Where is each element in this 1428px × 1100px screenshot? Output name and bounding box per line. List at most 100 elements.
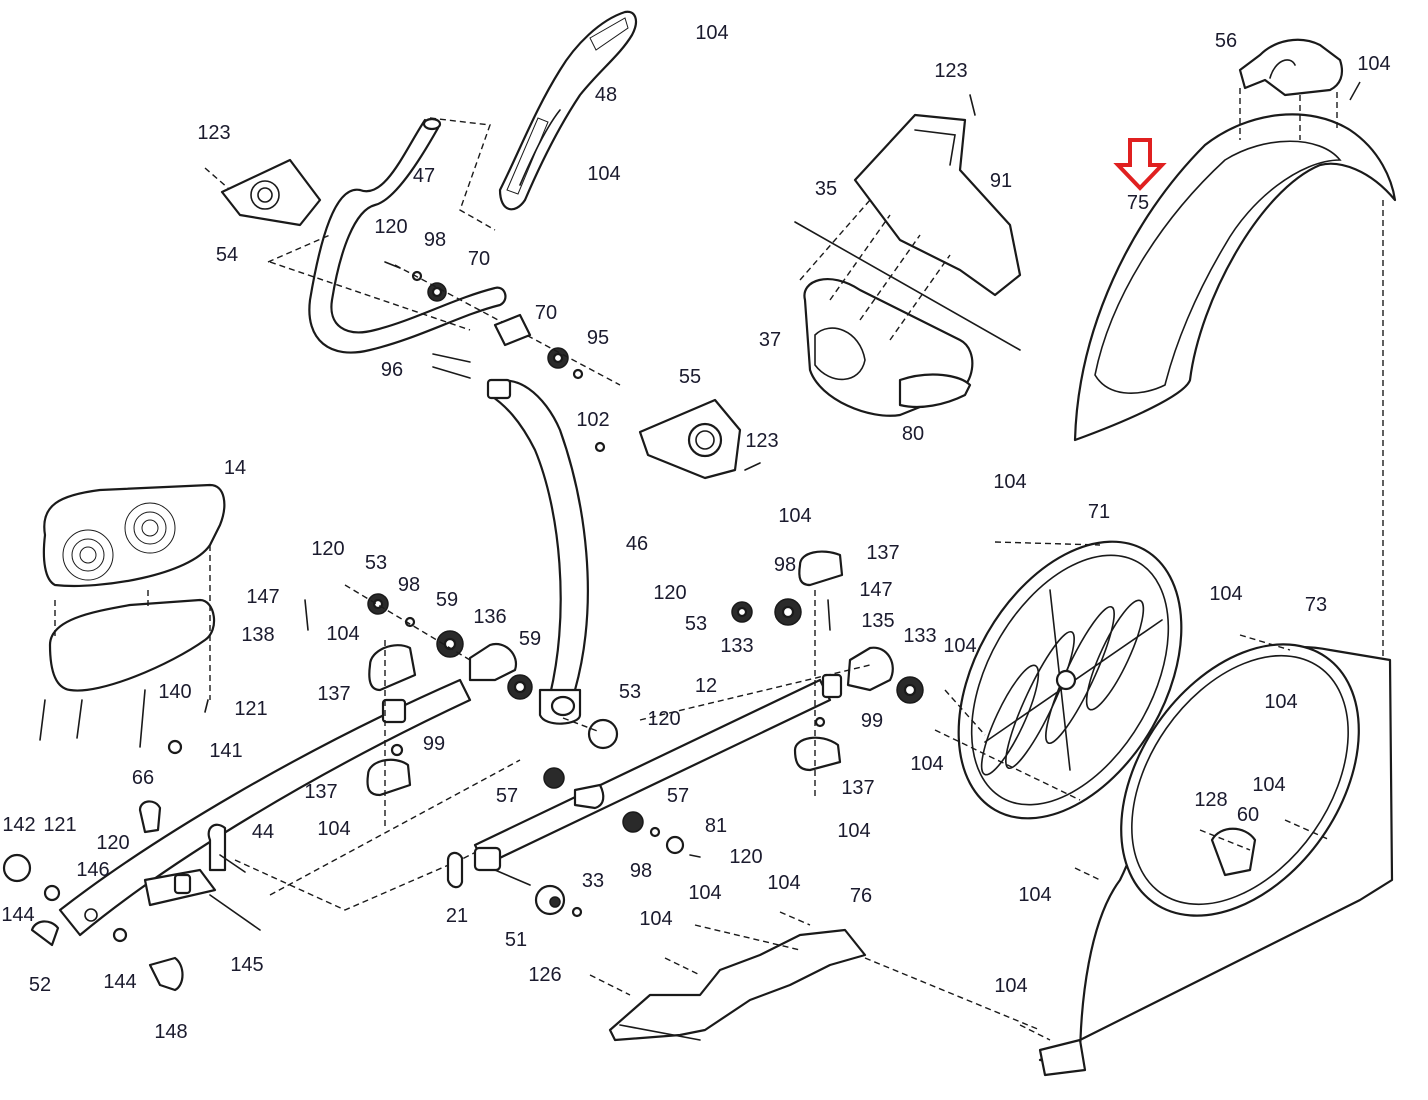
label-104: 104 <box>1209 583 1243 605</box>
label-51: 51 <box>504 929 528 951</box>
label-104: 104 <box>943 635 977 657</box>
label-46: 46 <box>625 533 649 555</box>
label-95: 95 <box>586 327 610 349</box>
label-136: 136 <box>473 606 507 628</box>
label-59: 59 <box>435 589 459 611</box>
label-147: 147 <box>859 579 893 601</box>
label-104: 104 <box>778 505 812 527</box>
label-104: 104 <box>639 908 673 930</box>
label-54: 54 <box>215 244 239 266</box>
label-73: 73 <box>1304 594 1328 616</box>
part-137-clamps-left <box>366 644 417 797</box>
label-123: 123 <box>745 430 779 452</box>
part-12-crossbar <box>473 678 832 886</box>
label-104: 104 <box>317 818 351 840</box>
label-137: 137 <box>304 781 338 803</box>
left-end-parts <box>2 739 184 992</box>
label-120: 120 <box>96 832 130 854</box>
label-104: 104 <box>326 623 360 645</box>
label-104: 104 <box>1264 691 1298 713</box>
label-141: 141 <box>209 740 243 762</box>
part-138-plate <box>48 598 216 692</box>
label-138: 138 <box>241 624 275 646</box>
label-140: 140 <box>158 681 192 703</box>
lower-wheel-assembly <box>446 767 701 918</box>
label-135: 135 <box>861 610 895 632</box>
part-46-upright-arm <box>486 378 589 725</box>
label-14: 14 <box>223 457 247 479</box>
label-104: 104 <box>1018 884 1052 906</box>
label-33: 33 <box>581 870 605 892</box>
label-137: 137 <box>841 777 875 799</box>
label-137: 137 <box>866 542 900 564</box>
label-55: 55 <box>678 366 702 388</box>
label-52: 52 <box>28 974 52 996</box>
part-91-console-cover <box>853 113 1022 297</box>
label-121: 121 <box>43 814 77 836</box>
label-53: 53 <box>364 552 388 574</box>
label-35: 35 <box>814 178 838 200</box>
label-99: 99 <box>860 710 884 732</box>
label-120: 120 <box>653 582 687 604</box>
label-137: 137 <box>317 683 351 705</box>
part-73-frame-cover <box>1038 643 1394 1077</box>
label-144: 144 <box>103 971 137 993</box>
label-98: 98 <box>423 229 447 251</box>
label-76: 76 <box>849 885 873 907</box>
label-104: 104 <box>695 22 729 44</box>
label-37: 37 <box>758 329 782 351</box>
label-99: 99 <box>422 733 446 755</box>
label-142: 142 <box>2 814 36 836</box>
part-56-cap <box>1238 38 1344 97</box>
label-102: 102 <box>576 409 610 431</box>
label-145: 145 <box>230 954 264 976</box>
label-120: 120 <box>311 538 345 560</box>
label-12: 12 <box>694 675 718 697</box>
label-104: 104 <box>688 882 722 904</box>
label-21: 21 <box>445 905 469 927</box>
part-44-pedal-arm <box>58 678 472 937</box>
down-arrow-icon <box>1113 138 1167 191</box>
label-80: 80 <box>901 423 925 445</box>
label-133: 133 <box>903 625 937 647</box>
label-104: 104 <box>994 975 1028 997</box>
label-59: 59 <box>518 628 542 650</box>
label-44: 44 <box>251 821 275 843</box>
label-104: 104 <box>993 471 1027 493</box>
part-70-bearings <box>384 261 584 380</box>
label-104: 104 <box>910 753 944 775</box>
label-120: 120 <box>374 216 408 238</box>
label-104: 104 <box>767 872 801 894</box>
label-123: 123 <box>197 122 231 144</box>
label-98: 98 <box>397 574 421 596</box>
label-96: 96 <box>380 359 404 381</box>
label-71: 71 <box>1087 501 1111 523</box>
label-56: 56 <box>1214 30 1238 52</box>
label-91: 91 <box>989 170 1013 192</box>
part-71-flywheel-shield <box>957 540 1183 820</box>
label-144: 144 <box>1 904 35 926</box>
label-70: 70 <box>467 248 491 270</box>
label-53: 53 <box>684 613 708 635</box>
label-120: 120 <box>729 846 763 868</box>
label-121: 121 <box>234 698 268 720</box>
label-81: 81 <box>704 815 728 837</box>
label-126: 126 <box>528 964 562 986</box>
label-70: 70 <box>534 302 558 324</box>
label-104: 104 <box>1252 774 1286 796</box>
right-wheel-assembly <box>731 598 924 728</box>
label-123: 123 <box>934 60 968 82</box>
label-104: 104 <box>837 820 871 842</box>
label-104: 104 <box>1357 53 1391 75</box>
label-120: 120 <box>647 708 681 730</box>
part-80-console-lower <box>898 373 972 409</box>
part-137-clamps-right <box>793 550 844 772</box>
label-104: 104 <box>587 163 621 185</box>
left-wheel-assembly <box>367 593 619 750</box>
part-48-upper-handle <box>498 10 638 211</box>
label-48: 48 <box>594 84 618 106</box>
label-57: 57 <box>495 785 519 807</box>
label-47: 47 <box>412 165 436 187</box>
part-35-rod <box>794 221 1021 351</box>
